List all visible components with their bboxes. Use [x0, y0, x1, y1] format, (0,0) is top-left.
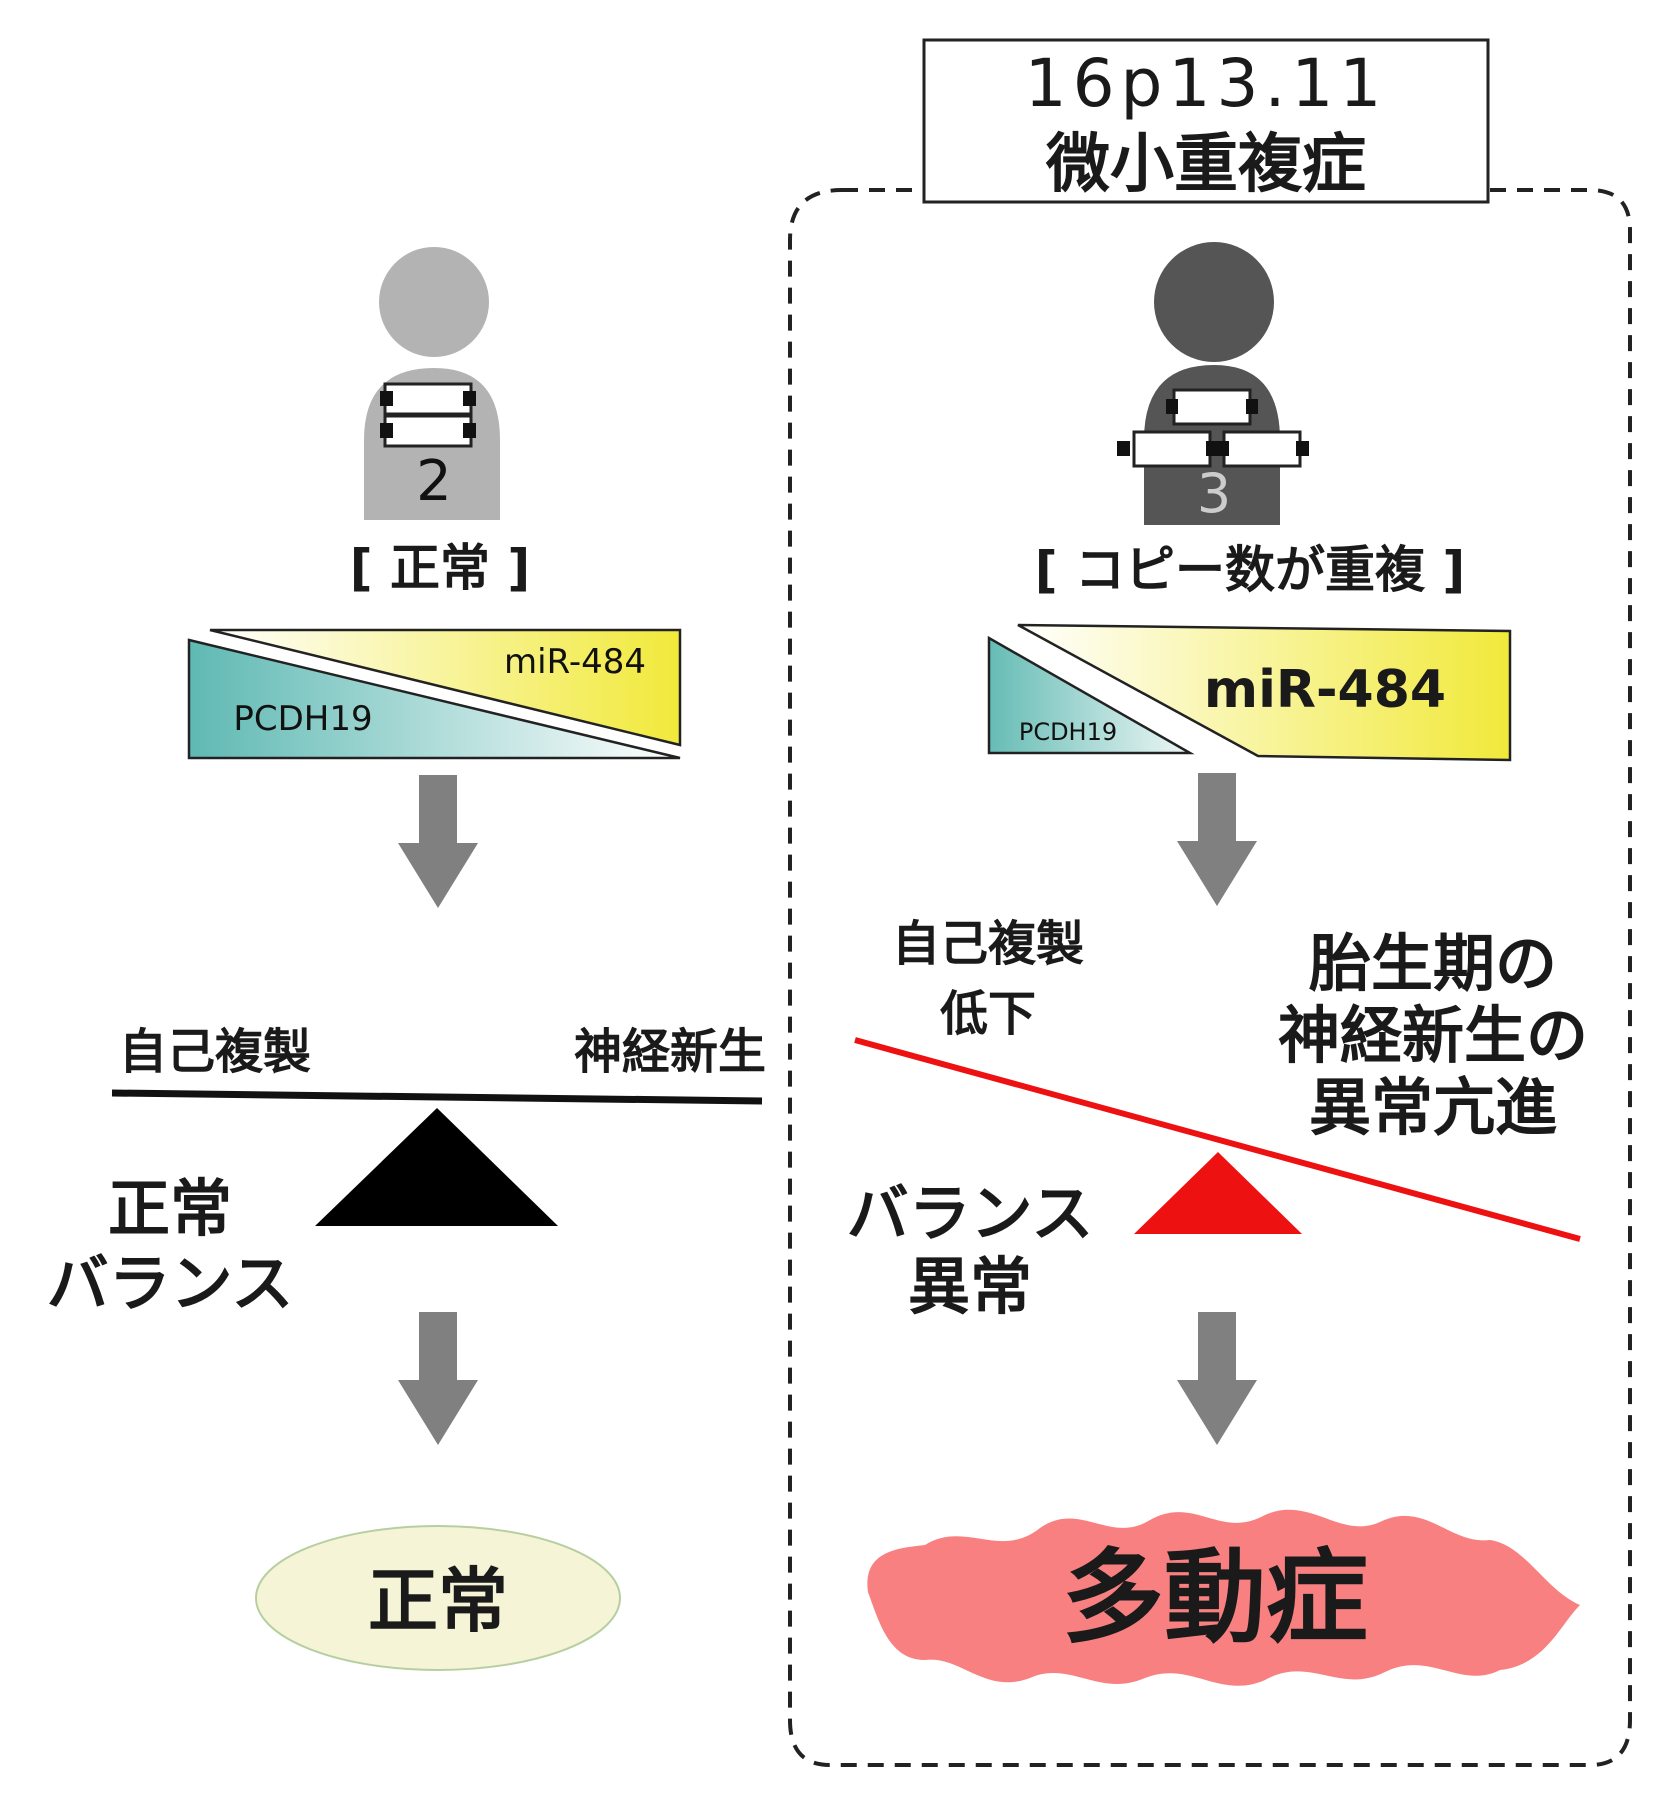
- duplication-outcome-blob: [867, 1509, 1580, 1686]
- duplication-pcdh19-label: PCDH19: [1019, 718, 1117, 746]
- duplication-copy-number: 3: [1197, 462, 1231, 525]
- duplication-right-note-line3: 異常亢進: [1309, 1071, 1557, 1144]
- title-line2: 微小重複症: [1045, 128, 1366, 202]
- normal-label: [ 正常 ]: [350, 539, 531, 597]
- duplication-balance-beam: [854, 1037, 1581, 1242]
- normal-copy-number: 2: [416, 449, 452, 514]
- normal-mir484-wedge: [209, 628, 682, 747]
- normal-balance-beam: [111, 1089, 763, 1105]
- duplication-outcome-label: 多動症: [1062, 1539, 1368, 1658]
- normal-outcome-ellipse: [255, 1525, 621, 1671]
- duplication-pcdh19-wedge: [987, 635, 1195, 755]
- duplication-arrow-down-2: [1177, 1312, 1257, 1445]
- duplication-fulcrum: [1134, 1152, 1302, 1234]
- duplication-left-note-line1: 自己複製: [892, 916, 1084, 972]
- duplication-right-note-line2: 神経新生の: [1278, 999, 1588, 1072]
- normal-arrow-down-1: [398, 775, 478, 908]
- duplication-left-note-line2: 低下: [940, 986, 1036, 1042]
- duplication-panel-border: [788, 188, 1632, 1767]
- normal-pcdh19-wedge: [187, 638, 681, 760]
- title-box: 16p13.11 微小重複症: [922, 38, 1490, 204]
- duplication-expression-bar: [987, 623, 1512, 762]
- normal-expression-bar: [187, 628, 682, 760]
- normal-right-pan-label: 神経新生: [574, 1024, 766, 1080]
- duplication-arrow-down-1: [1177, 773, 1257, 906]
- title-line1: 16p13.11: [1025, 45, 1388, 122]
- normal-outcome-label: 正常: [368, 1560, 508, 1642]
- normal-arrow-down-2: [398, 1312, 478, 1445]
- normal-left-pan-label: 自己複製: [119, 1024, 311, 1080]
- duplication-balance-line2: 異常: [908, 1250, 1032, 1323]
- normal-mir484-label: miR-484: [504, 642, 646, 682]
- normal-person-icon: [364, 247, 500, 520]
- duplication-right-note-line1: 胎生期の: [1309, 927, 1557, 1000]
- duplication-mir484-wedge: [1017, 623, 1512, 762]
- normal-fulcrum: [315, 1108, 558, 1226]
- duplication-label: [ コピー数が重複 ]: [1035, 541, 1466, 599]
- duplication-mir484-label: miR-484: [1204, 660, 1446, 720]
- normal-pcdh19-label: PCDH19: [233, 699, 372, 739]
- duplication-balance-line1: バランス: [847, 1177, 1094, 1250]
- normal-balance-line1: 正常: [108, 1172, 232, 1245]
- duplication-person-icon: [1117, 242, 1309, 525]
- normal-balance-line2: バランス: [47, 1247, 294, 1320]
